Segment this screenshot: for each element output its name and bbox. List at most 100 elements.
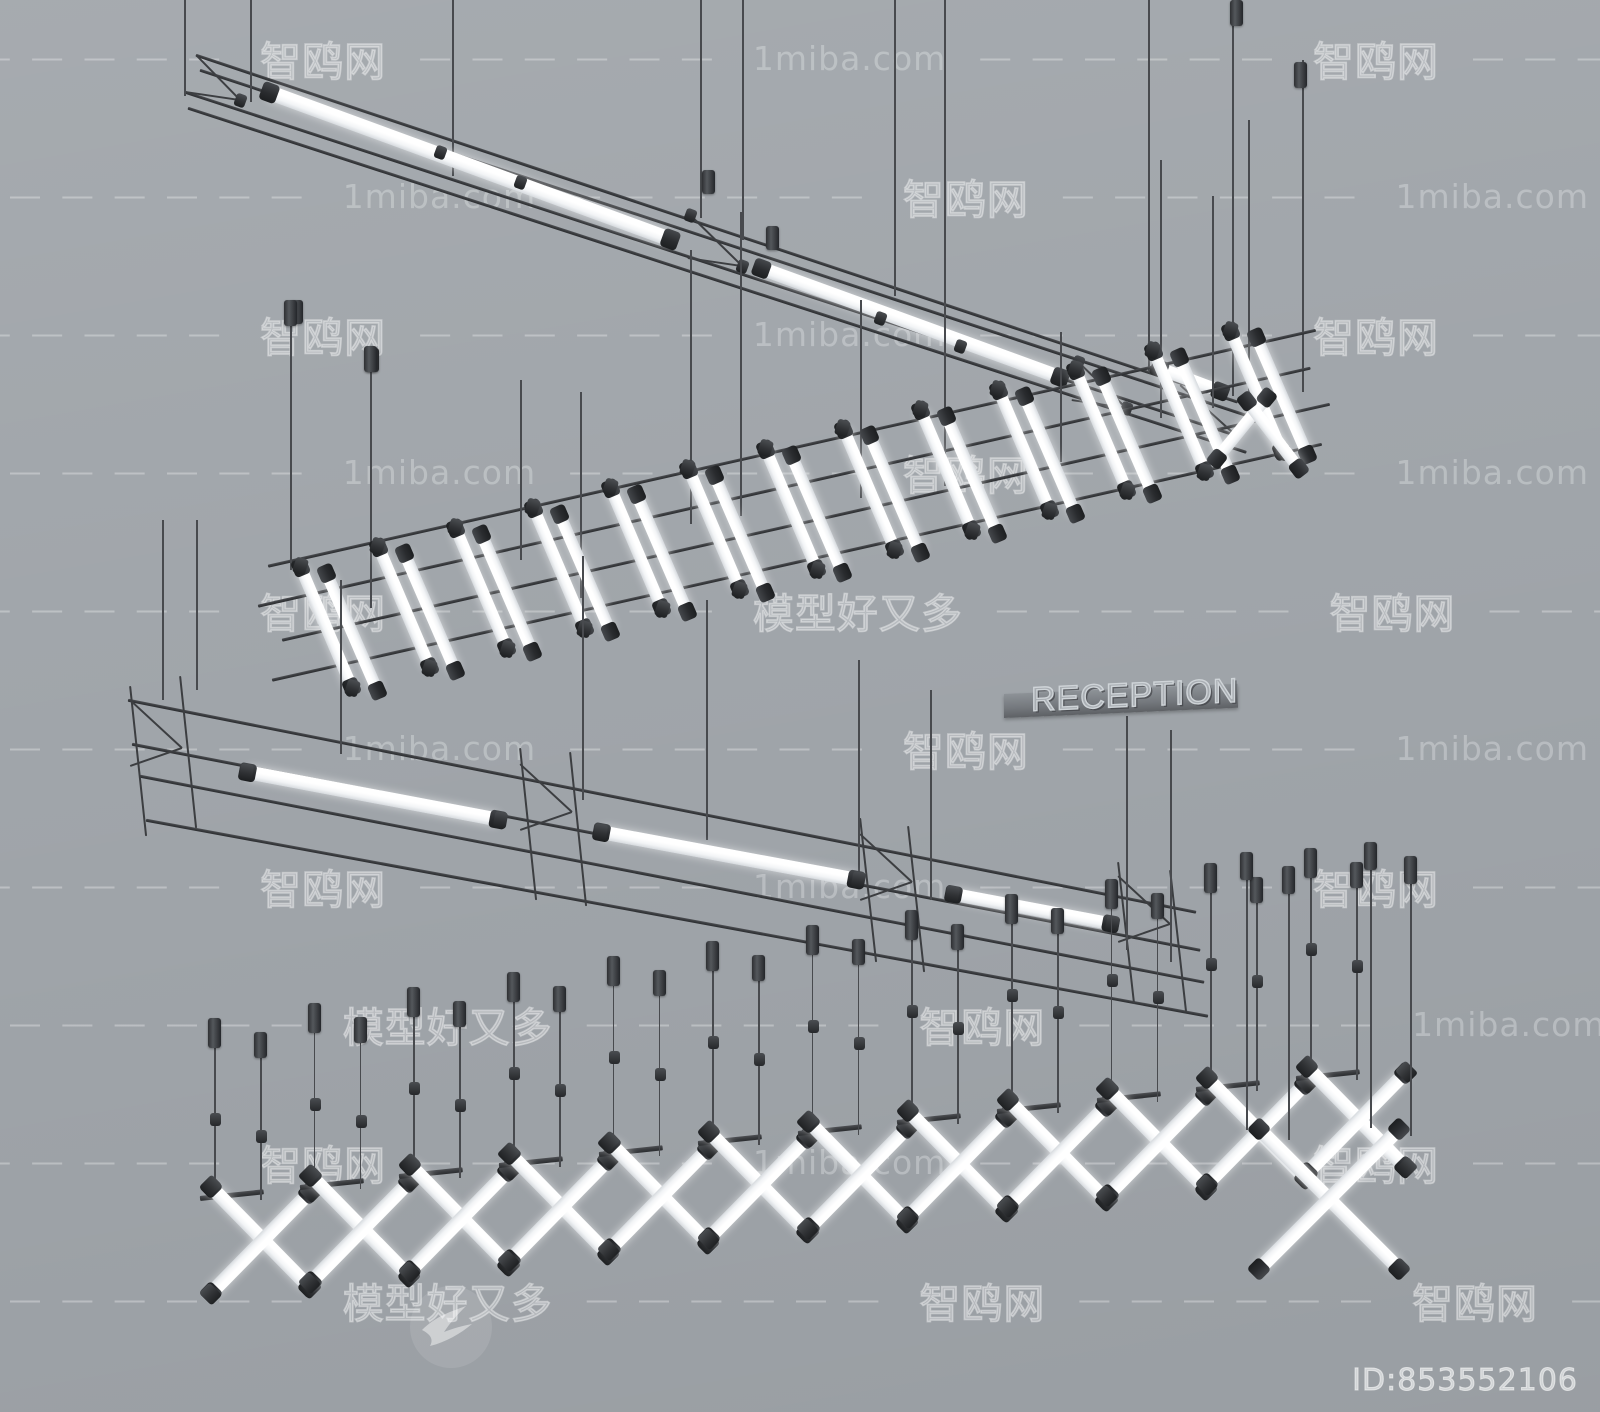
suspension-cable [250, 0, 252, 102]
suspension-cable [860, 300, 862, 498]
fixture-frame-rail [281, 402, 1331, 642]
cable-connector [409, 1082, 421, 1096]
suspension-cable [700, 0, 702, 218]
cable-connector [455, 1099, 467, 1113]
watermark-row: 智鸥网— — — — — —模型好又多— — — — — —智鸥网— — — —… [0, 1270, 1600, 1330]
suspension-cable [1370, 842, 1372, 1128]
watermark-row: 智鸥网— — — — — —模型好又多— — — — — —智鸥网— — — —… [0, 994, 1600, 1054]
suspension-cable [740, 212, 742, 516]
suspension-cable [857, 939, 860, 1135]
cable-canopy [1051, 908, 1065, 935]
suspension-cable [1246, 852, 1248, 1130]
suspension-cable [558, 985, 561, 1168]
watermark-dash: — — — — — — [0, 593, 227, 626]
cable-canopy [1250, 877, 1264, 904]
light-tube [950, 887, 1114, 931]
suspension-cable [758, 954, 760, 1146]
suspension-cable [1011, 894, 1013, 1111]
cable-connector [608, 1051, 620, 1065]
cable-canopy [606, 956, 620, 987]
model-id-label: ID:853552106 [1352, 1363, 1578, 1399]
light-tube [757, 261, 1065, 385]
cable-connector [1007, 989, 1019, 1003]
watermark-brand-en: 1miba.com [1395, 176, 1589, 216]
frame-upright [1168, 869, 1188, 1013]
cable-connector [708, 1035, 720, 1049]
watermark-brand-cn: 模型好又多 [342, 1279, 553, 1329]
cable-canopy [805, 925, 819, 956]
cable-connector [210, 1113, 221, 1126]
watermark-brand-cn: 智鸥网 [902, 727, 1029, 777]
suspension-cable [520, 380, 522, 560]
cable-canopy [652, 970, 666, 997]
suspension-cable [313, 1002, 316, 1188]
watermark-brand-en: 1miba.com [342, 452, 537, 492]
watermark-row: 智鸥网— — — — — —1miba.com— — — — — —智鸥网— —… [0, 166, 1600, 226]
cable-connector [907, 1004, 919, 1018]
cable-canopy [1282, 866, 1295, 894]
watermark-dash: — — — — — — [1062, 731, 1362, 764]
cable-canopy [752, 954, 766, 981]
cable-connector [953, 1021, 965, 1035]
cable-connector [1306, 943, 1317, 956]
cable-connector [1252, 975, 1264, 989]
suspension-cable [340, 580, 342, 754]
suspension-cable [1210, 863, 1212, 1089]
suspension-cable [930, 690, 932, 900]
watermark-dash: — — — — — — [420, 41, 719, 74]
cable-connector [355, 1114, 367, 1128]
watermark-row: 1miba.com— — — — — —智鸥网— — — — — —1miba.… [0, 28, 1600, 88]
watermark-dash: — — — — — — [0, 1145, 227, 1178]
watermark-dash: — — — — — — [10, 1283, 309, 1316]
cable-connector [1206, 958, 1218, 972]
watermark-dash: — — — — — — [10, 455, 309, 488]
cable-canopy [1304, 848, 1317, 878]
watermark-dash: — — — — — — [1472, 317, 1600, 350]
suspension-cable [858, 660, 860, 880]
suspension-cable [1110, 878, 1113, 1100]
suspension-cable [1410, 856, 1412, 1136]
cable-canopy [1350, 862, 1363, 888]
cable-connector [1152, 990, 1164, 1004]
watermark-row: 1miba.com— — — — — —智鸥网— — — — — —模型好又多—… [0, 580, 1600, 640]
cable-canopy [702, 170, 715, 194]
cable-connector [754, 1052, 766, 1066]
watermark-dash: — — — — — — [0, 41, 227, 74]
suspension-cable [413, 987, 415, 1177]
watermark-brand-cn: 智鸥网 [902, 175, 1029, 225]
suspension-cable [452, 0, 454, 176]
cable-canopy [506, 971, 520, 1002]
suspension-cable [359, 1016, 362, 1190]
cable-canopy [1005, 894, 1019, 925]
watermark-brand-cn: 智鸥网 [259, 865, 387, 915]
cable-canopy [905, 909, 919, 940]
cable-connector [807, 1020, 819, 1034]
cable-canopy [1104, 878, 1118, 909]
fixture-frame-rail [195, 53, 1239, 404]
suspension-cable [1310, 848, 1312, 1078]
cable-canopy [1294, 62, 1307, 88]
swallow-logo-icon [410, 1286, 492, 1368]
cable-connector [1053, 1006, 1065, 1020]
cable-canopy [1364, 842, 1377, 870]
cable-canopy [353, 1016, 367, 1043]
cable-connector [1106, 973, 1118, 987]
cable-connector [654, 1068, 666, 1082]
watermark-dash: — — — — — — [586, 1007, 886, 1040]
watermark-dash: — — — — — — [586, 1283, 886, 1316]
watermark-brand-cn: 模型好又多 [342, 1003, 553, 1053]
watermark-dash: — — — — — — [1572, 1283, 1600, 1317]
watermark-dash: — — — — — — [570, 731, 869, 764]
suspension-cable [459, 1001, 461, 1179]
suspension-cable [1212, 196, 1214, 408]
tube-end-cap [238, 762, 254, 782]
watermark-brand-cn: 智鸥网 [919, 1279, 1046, 1329]
suspension-cable [1148, 0, 1150, 372]
suspension-cable [1170, 730, 1172, 962]
cable-canopy [766, 226, 779, 250]
suspension-cable [260, 1032, 262, 1200]
suspension-cable [162, 520, 164, 700]
cable-connector [1352, 960, 1363, 973]
suspension-cable [1248, 120, 1250, 392]
watermark-brand-cn: 模型好又多 [752, 589, 963, 639]
